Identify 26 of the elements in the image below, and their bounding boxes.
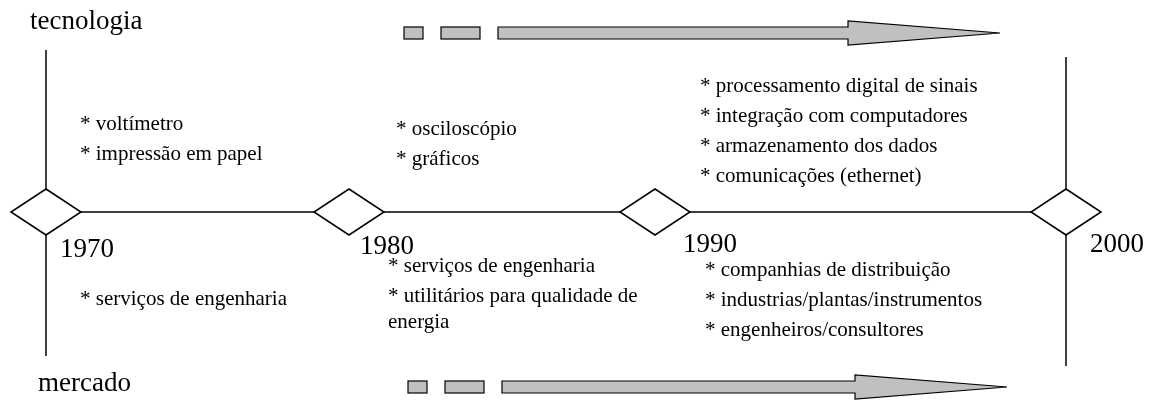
year-label: 1990 <box>683 227 737 259</box>
milestone-diamond <box>620 189 690 235</box>
axis-title: tecnologia <box>30 4 143 36</box>
bullet-item: * osciloscópio <box>396 115 517 141</box>
bullet-item: * serviços de engenharia <box>388 253 595 278</box>
bullet-item: * integração com computadores <box>700 102 968 128</box>
milestone-diamond <box>11 189 81 235</box>
bullet-item: * voltímetro <box>80 110 184 136</box>
bullet-item: * comunicações (ethernet) <box>700 162 922 188</box>
bullet-item: * industrias/plantas/instrumentos <box>705 286 983 312</box>
milestone-diamond <box>314 189 384 235</box>
bullet-item: * engenheiros/consultores <box>705 316 924 342</box>
bullet-item: * armazenamento dos dados <box>700 132 938 158</box>
bullet-item: * gráficos <box>396 145 480 171</box>
timeline-line <box>80 211 315 213</box>
bullet-item: * companhias de distribuição <box>705 256 951 282</box>
year-label: 2000 <box>1090 227 1144 259</box>
year-label: 1970 <box>60 232 114 264</box>
bullet-item: * impressão em papel <box>80 140 263 166</box>
timeline-line <box>383 211 621 213</box>
bullet-item: * utilitários para qualidade de energia <box>388 282 639 334</box>
timeline-line <box>689 211 1032 213</box>
milestone-diamond <box>1031 189 1101 235</box>
axis-title: mercado <box>38 366 131 398</box>
bullet-item: * processamento digital de sinais <box>700 72 978 98</box>
bullet-item: * serviços de engenharia <box>80 285 287 311</box>
